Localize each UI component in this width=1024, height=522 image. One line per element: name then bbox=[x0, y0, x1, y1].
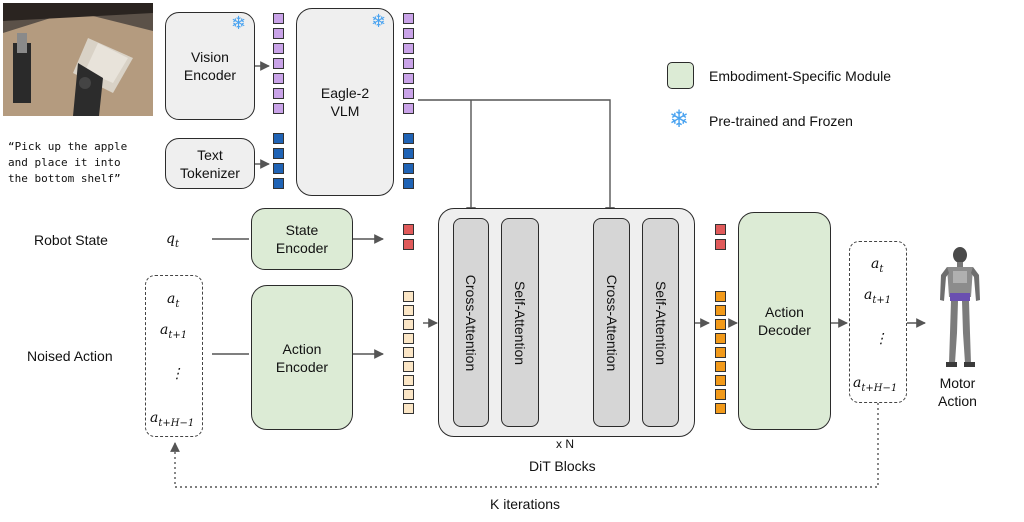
robot-state-label: Robot State bbox=[34, 232, 108, 248]
action-token bbox=[403, 375, 414, 386]
instruction-line-2: and place it into bbox=[8, 156, 121, 169]
legend-embodiment-label: Embodiment-Specific Module bbox=[709, 68, 892, 84]
action-token bbox=[715, 361, 726, 372]
action-token bbox=[403, 291, 414, 302]
eagle-vlm-box: Eagle-2 VLM bbox=[296, 8, 394, 196]
vision-encoder-label: Vision Encoder bbox=[183, 49, 237, 83]
cross-attention-label: Cross-Attention bbox=[463, 274, 479, 371]
snowflake-icon: ❄ bbox=[669, 106, 690, 133]
state-token bbox=[403, 224, 414, 235]
snowflake-icon: ❄ bbox=[371, 11, 387, 31]
vision-token bbox=[273, 43, 284, 54]
instruction-line-1: “Pick up the apple bbox=[8, 140, 128, 153]
text-token bbox=[273, 133, 284, 144]
action-token bbox=[403, 333, 414, 344]
action-token bbox=[715, 305, 726, 316]
action-token bbox=[715, 375, 726, 386]
action-decoder-label: Action Decoder bbox=[758, 304, 811, 338]
noised-action-item: at+H−1 bbox=[150, 410, 195, 429]
k-iterations-loop bbox=[170, 403, 879, 488]
text-token bbox=[403, 148, 414, 159]
vision-token bbox=[403, 13, 414, 24]
robot-camera-view-image bbox=[3, 3, 153, 116]
vision-token bbox=[273, 13, 284, 24]
output-action-item: at+H−1 bbox=[853, 375, 898, 394]
self-attention-label: Self-Attention bbox=[512, 280, 528, 365]
vision-token bbox=[403, 103, 414, 114]
noised-action-item: at bbox=[167, 291, 180, 310]
state-encoder-label: State Encoder bbox=[275, 222, 329, 256]
cross-attention-block: Cross-Attention bbox=[453, 218, 489, 427]
action-token bbox=[715, 291, 726, 302]
repeat-count-label: x N bbox=[556, 437, 574, 451]
vision-token bbox=[273, 28, 284, 39]
vision-token bbox=[403, 28, 414, 39]
output-action-ellipsis: ⋮ bbox=[874, 331, 888, 347]
action-token bbox=[403, 361, 414, 372]
vision-token bbox=[273, 58, 284, 69]
vision-token bbox=[403, 73, 414, 84]
humanoid-robot-icon bbox=[940, 247, 980, 367]
output-action-sequence bbox=[849, 241, 907, 403]
action-token bbox=[715, 403, 726, 414]
snowflake-icon: ❄ bbox=[231, 13, 247, 33]
action-encoder-box: Action Encoder bbox=[251, 285, 353, 430]
cross-attention-block: Cross-Attention bbox=[593, 218, 630, 427]
action-token bbox=[403, 347, 414, 358]
vision-token bbox=[273, 88, 284, 99]
action-token bbox=[715, 333, 726, 344]
dit-blocks-caption: DiT Blocks bbox=[529, 458, 596, 474]
action-token bbox=[715, 347, 726, 358]
self-attention-block: Self-Attention bbox=[501, 218, 539, 427]
state-token bbox=[715, 239, 726, 250]
text-token bbox=[273, 178, 284, 189]
action-token bbox=[403, 403, 414, 414]
action-token bbox=[403, 389, 414, 400]
state-token bbox=[715, 224, 726, 235]
text-tokenizer-label: Text Tokenizer bbox=[180, 146, 240, 181]
legend-embodiment-swatch bbox=[667, 62, 694, 89]
text-token bbox=[273, 148, 284, 159]
action-decoder-box: Action Decoder bbox=[738, 212, 831, 430]
noised-action-ellipsis: ⋮ bbox=[170, 366, 184, 382]
noised-action-item: at+1 bbox=[160, 322, 188, 341]
output-action-item: at bbox=[871, 256, 884, 275]
vision-token bbox=[273, 103, 284, 114]
text-tokenizer-box: Text Tokenizer bbox=[165, 138, 255, 189]
eagle-vlm-label: Eagle-2 VLM bbox=[320, 85, 370, 119]
self-attention-label: Self-Attention bbox=[652, 280, 669, 365]
action-token bbox=[715, 389, 726, 400]
vision-token bbox=[273, 73, 284, 84]
action-encoder-label: Action Encoder bbox=[275, 340, 329, 375]
output-action-item: at+1 bbox=[864, 287, 892, 306]
vision-token bbox=[403, 43, 414, 54]
vision-token bbox=[403, 58, 414, 69]
cross-attention-label: Cross-Attention bbox=[603, 274, 620, 371]
state-encoder-box: State Encoder bbox=[251, 208, 353, 270]
action-token bbox=[403, 319, 414, 330]
noised-action-label: Noised Action bbox=[27, 348, 113, 364]
motor-action-label: Motor Action bbox=[938, 375, 977, 409]
state-token bbox=[403, 239, 414, 250]
state-symbol: qt bbox=[166, 231, 179, 250]
text-token bbox=[403, 178, 414, 189]
vision-encoder-box: Vision Encoder bbox=[165, 12, 255, 120]
text-token bbox=[403, 163, 414, 174]
k-iterations-label: K iterations bbox=[490, 496, 561, 512]
noised-action-sequence bbox=[145, 275, 203, 437]
action-token bbox=[403, 305, 414, 316]
vlm-to-cross-attn-2-arrow bbox=[418, 99, 615, 217]
vision-token bbox=[403, 88, 414, 99]
text-token bbox=[403, 133, 414, 144]
action-token bbox=[715, 319, 726, 330]
self-attention-block: Self-Attention bbox=[642, 218, 679, 427]
instruction-line-3: the bottom shelf” bbox=[8, 172, 121, 185]
text-token bbox=[273, 163, 284, 174]
legend-frozen-label: Pre-trained and Frozen bbox=[709, 113, 853, 129]
